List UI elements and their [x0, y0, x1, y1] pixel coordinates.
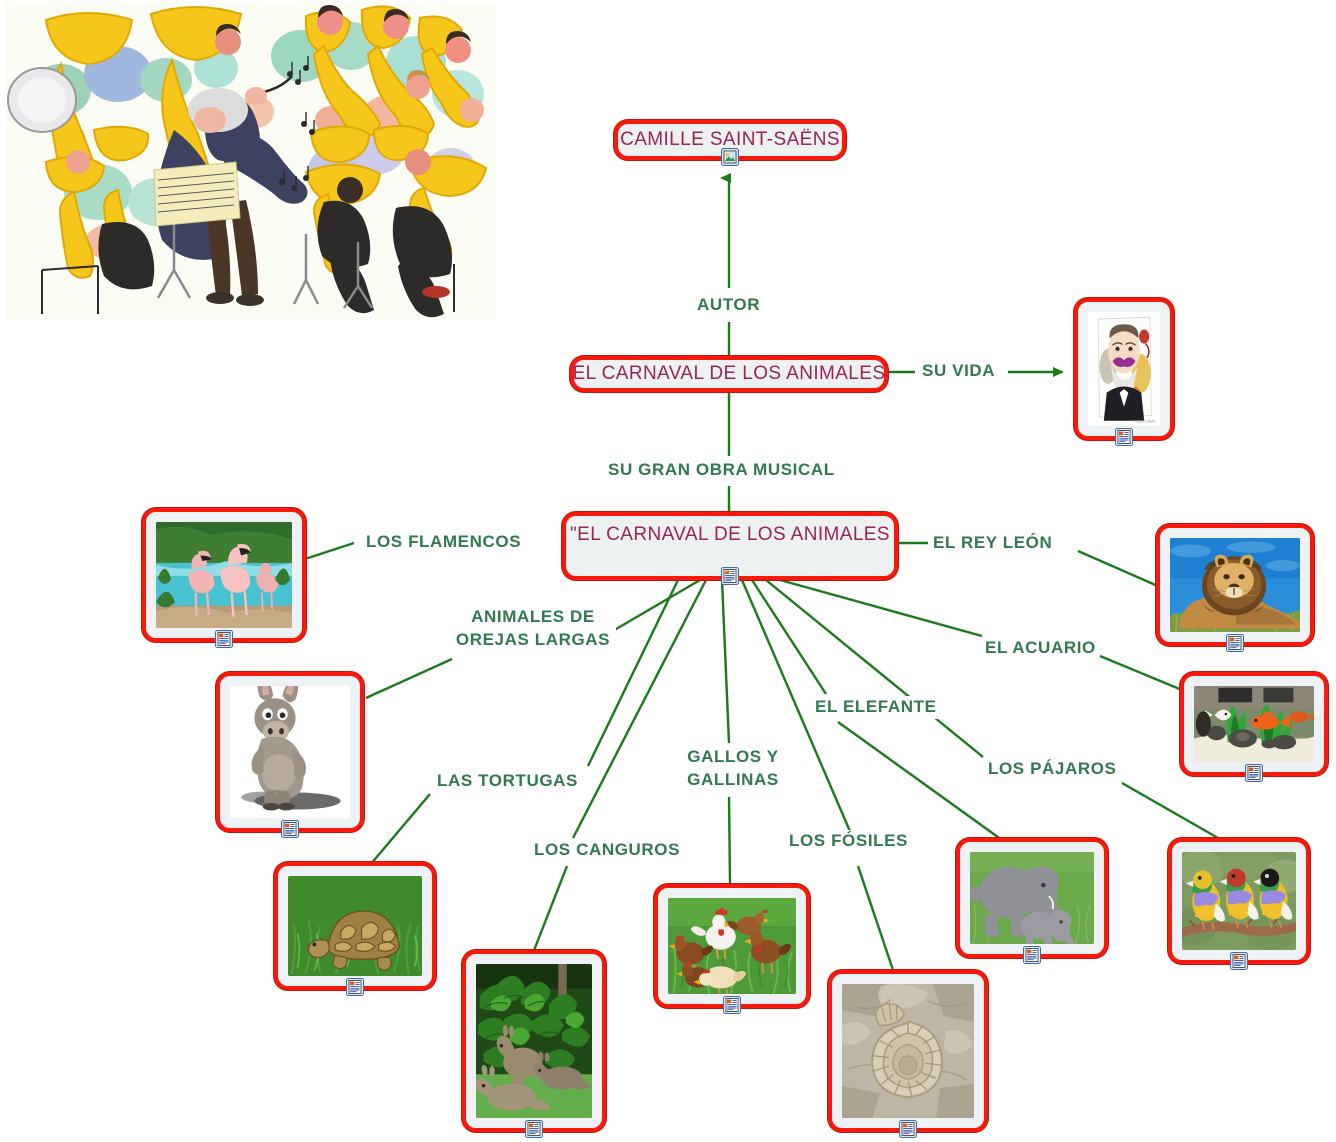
- link-label-su-vida: SU VIDA: [919, 360, 999, 383]
- pajaros-image: [1182, 852, 1296, 950]
- edge-gallos: [720, 579, 731, 744]
- edge-elefante: [750, 579, 828, 695]
- link-label-pajaros: LOS PÁJAROS: [985, 758, 1120, 781]
- gallos-y-gallinas-image: [668, 898, 796, 994]
- document-badge-icon[interactable]: [1230, 952, 1248, 970]
- edge-tortugas-lower: [369, 793, 431, 866]
- link-label-flamencos: LOS FLAMENCOS: [363, 531, 525, 554]
- node-carnaval-central[interactable]: "EL CARNAVAL DE LOS ANIMALES: [562, 512, 898, 585]
- document-badge-icon[interactable]: [1023, 946, 1041, 964]
- leon-image: [1170, 538, 1300, 632]
- elefantes-image: [970, 852, 1094, 944]
- edge-elefante-lower: [837, 721, 1003, 841]
- link-label-autor: AUTOR: [694, 294, 764, 317]
- node-burro[interactable]: [216, 672, 364, 838]
- document-badge-icon[interactable]: [1115, 428, 1133, 446]
- edge-rey-leon-right: [1077, 549, 1161, 589]
- document-badge-icon[interactable]: [525, 1120, 543, 1138]
- link-label-canguros: LOS CANGUROS: [531, 839, 684, 862]
- node-fosiles[interactable]: [828, 970, 988, 1138]
- node-flamencos[interactable]: [142, 508, 306, 648]
- caricatura-saint-saens-image: © JESÚS CABÁN: [1088, 312, 1160, 426]
- link-label-elefante: EL ELEFANTE: [812, 696, 940, 719]
- edge-pajaros: [765, 579, 984, 758]
- node-label-composer: CAMILLE SAINT-SAËNS: [620, 129, 840, 150]
- fosil-amonite-image: [842, 984, 974, 1118]
- document-badge-icon[interactable]: [899, 1120, 917, 1138]
- edge-acuario-lower: [1099, 654, 1183, 692]
- node-acuario[interactable]: [1180, 672, 1328, 782]
- image-badge-icon[interactable]: [721, 148, 739, 166]
- edge-fosiles-lower: [856, 865, 895, 971]
- edge-orejas-lower: [365, 657, 453, 700]
- node-el-carnaval-de-los-animales-title[interactable]: EL CARNAVAL DE LOS ANIMALES: [570, 356, 888, 392]
- edge-pajaros-lower: [1121, 781, 1219, 840]
- svg-text:© JESÚS CABÁN: © JESÚS CABÁN: [1133, 418, 1156, 423]
- acuario-image: [1194, 686, 1314, 762]
- link-label-gallos-line2: GALLINAS: [687, 769, 779, 789]
- node-pajaros[interactable]: [1168, 838, 1310, 970]
- document-badge-icon[interactable]: [723, 996, 741, 1014]
- node-tortuga[interactable]: [274, 862, 436, 996]
- edge-acuario: [779, 578, 983, 638]
- canguros-image: [476, 964, 592, 1118]
- link-label-fosiles: LOS FÓSILES: [786, 830, 912, 853]
- node-label-carnival-main: "EL CARNAVAL DE LOS ANIMALES: [570, 524, 890, 545]
- edge-flamencos-left: [301, 541, 355, 562]
- link-label-gallos-gallinas: GALLOS Y GALLINAS: [679, 746, 787, 792]
- flamencos-image: [156, 522, 292, 628]
- orchestra-illustration: [6, 2, 496, 320]
- link-label-obra-musical: SU GRAN OBRA MUSICAL: [605, 459, 838, 482]
- tortuga-image: [288, 876, 422, 976]
- burro-image: [230, 686, 350, 818]
- link-label-tortugas: LAS TORTUGAS: [434, 770, 582, 793]
- edge-gallos-lower: [727, 796, 732, 885]
- link-label-orejas-largas: ANIMALES DE OREJAS LARGAS: [450, 606, 616, 652]
- link-label-gallos-line1: GALLOS Y: [687, 747, 779, 766]
- document-badge-icon[interactable]: [1226, 634, 1244, 652]
- edge-canguros-lower: [529, 865, 569, 959]
- node-rey-leon[interactable]: [1156, 524, 1314, 652]
- node-canguros[interactable]: [462, 950, 606, 1138]
- document-badge-icon[interactable]: [1245, 764, 1263, 782]
- node-biografia-saint-saens[interactable]: © JESÚS CABÁN: [1074, 298, 1174, 446]
- link-label-rey-leon: EL REY LEÓN: [930, 532, 1056, 555]
- edge-orejas: [610, 578, 701, 634]
- link-label-orejas-line1: ANIMALES DE: [471, 607, 595, 626]
- document-badge-icon[interactable]: [215, 630, 233, 648]
- link-label-orejas-line2: OREJAS LARGAS: [455, 629, 611, 649]
- node-elefante[interactable]: [956, 838, 1108, 964]
- node-camille-saint-saens[interactable]: CAMILLE SAINT-SAËNS: [614, 120, 846, 166]
- document-badge-icon[interactable]: [281, 820, 299, 838]
- node-gallos-y-gallinas[interactable]: [654, 884, 810, 1014]
- document-badge-icon[interactable]: [346, 978, 364, 996]
- document-badge-icon[interactable]: [721, 567, 739, 585]
- node-label-work-title: EL CARNAVAL DE LOS ANIMALES: [572, 363, 886, 384]
- link-label-acuario: EL ACUARIO: [982, 637, 1099, 660]
